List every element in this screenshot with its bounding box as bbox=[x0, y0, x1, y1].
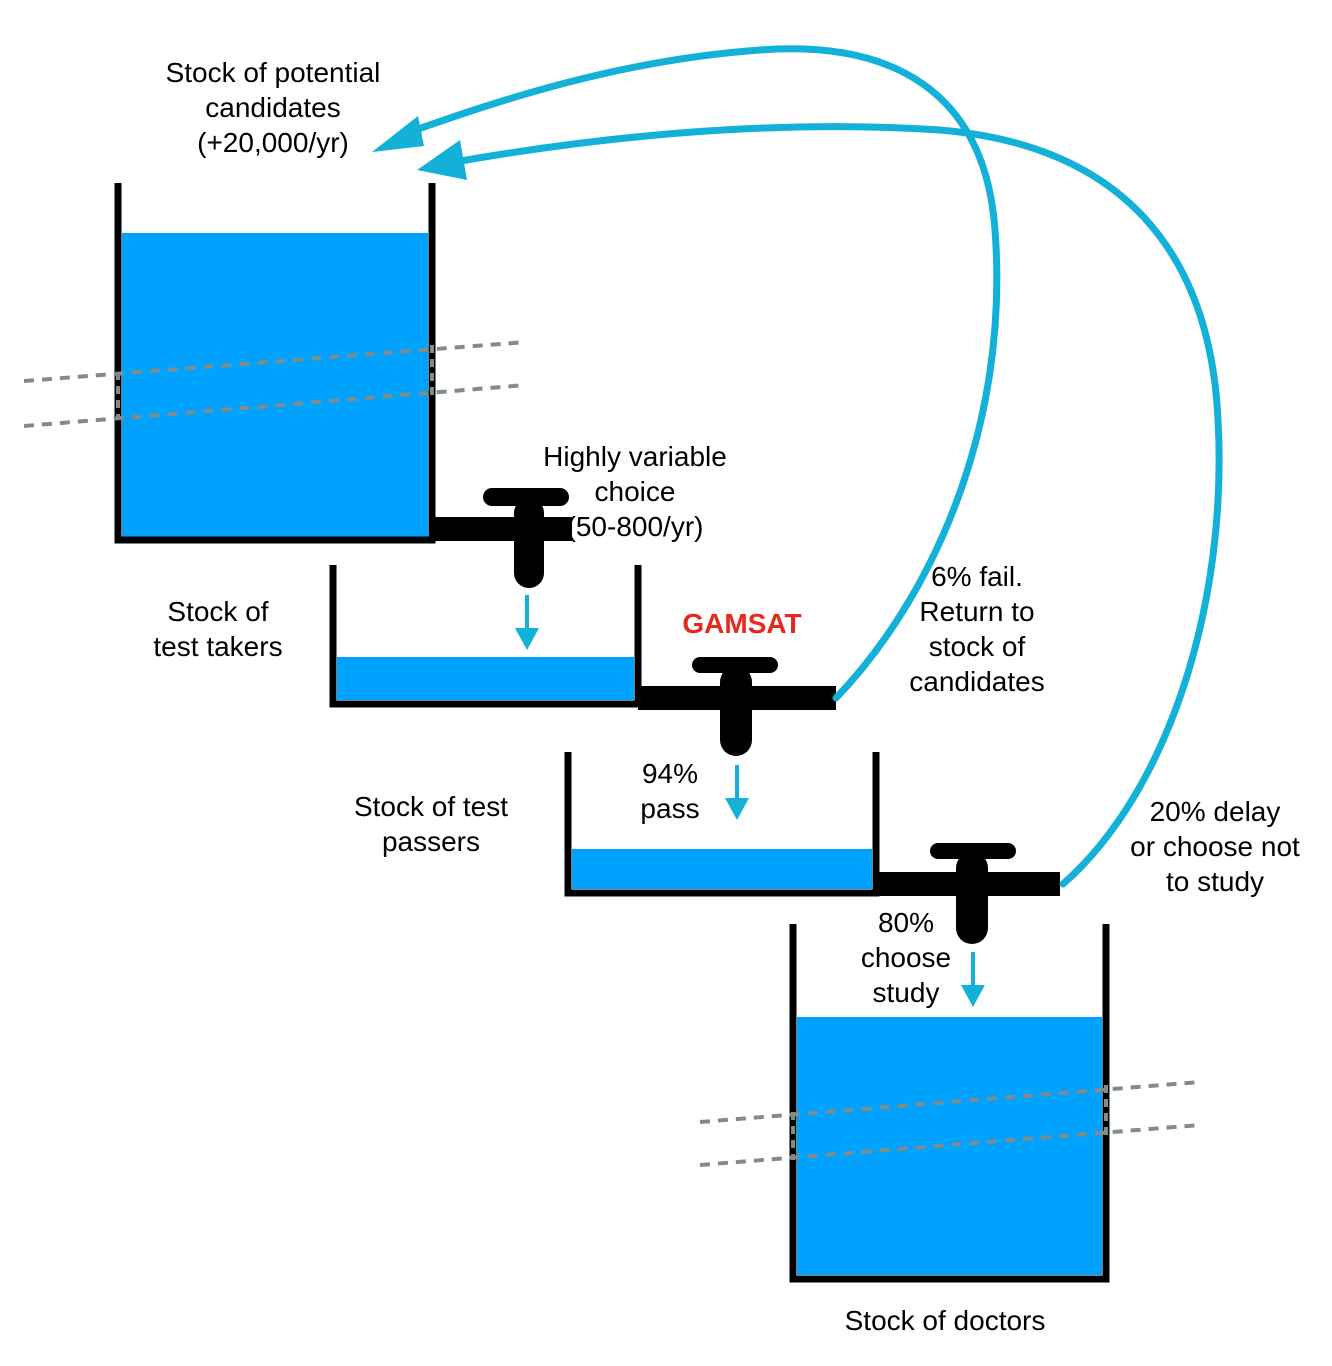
tap-valve-icon bbox=[432, 488, 572, 588]
break-lines-bottom bbox=[699, 1080, 1201, 1167]
label-fail: 6% fail. Return to stock of candidates bbox=[909, 561, 1045, 697]
curved-arrow-icon bbox=[451, 123, 1223, 888]
water-potential-candidates bbox=[122, 233, 428, 537]
down-arrow-icon bbox=[515, 595, 539, 650]
tap-valve-icon bbox=[638, 657, 836, 756]
curved-arrow-icon bbox=[403, 45, 1001, 702]
feedback-arrowhead-fail bbox=[372, 116, 424, 152]
tank-doctors bbox=[789, 924, 1110, 1283]
feedback-arrowhead-delay bbox=[417, 140, 467, 180]
label-gamsat: GAMSAT bbox=[682, 608, 802, 639]
break-lines-top bbox=[23, 340, 527, 428]
water-test-passers bbox=[572, 849, 872, 889]
label-pass: 94% pass bbox=[640, 758, 700, 824]
label-delay: 20% delay or choose not to study bbox=[1130, 796, 1300, 897]
label-choose-study: 80% choose study bbox=[860, 907, 952, 1008]
tank-test-takers bbox=[329, 565, 642, 708]
label-test-passers: Stock of test passers bbox=[353, 791, 509, 857]
label-test-takers: Stock of test takers bbox=[153, 596, 283, 662]
water-test-takers bbox=[337, 657, 634, 700]
label-potential-candidates: Stock of potential candidates (+20,000/y… bbox=[165, 57, 381, 158]
down-arrow-icon bbox=[725, 765, 749, 820]
tap-valve-icon bbox=[876, 843, 1060, 944]
tank-test-passers bbox=[564, 752, 880, 897]
tank-outline-test-passers bbox=[564, 752, 880, 897]
down-arrow-icon bbox=[961, 952, 985, 1007]
tank-potential-candidates bbox=[114, 183, 436, 544]
tank-outline-test-takers bbox=[329, 565, 642, 708]
label-variable-choice: Highly variable choice (50-800/yr) bbox=[543, 441, 727, 542]
label-doctors: Stock of doctors bbox=[844, 1305, 1046, 1336]
water-doctors bbox=[797, 1017, 1102, 1275]
